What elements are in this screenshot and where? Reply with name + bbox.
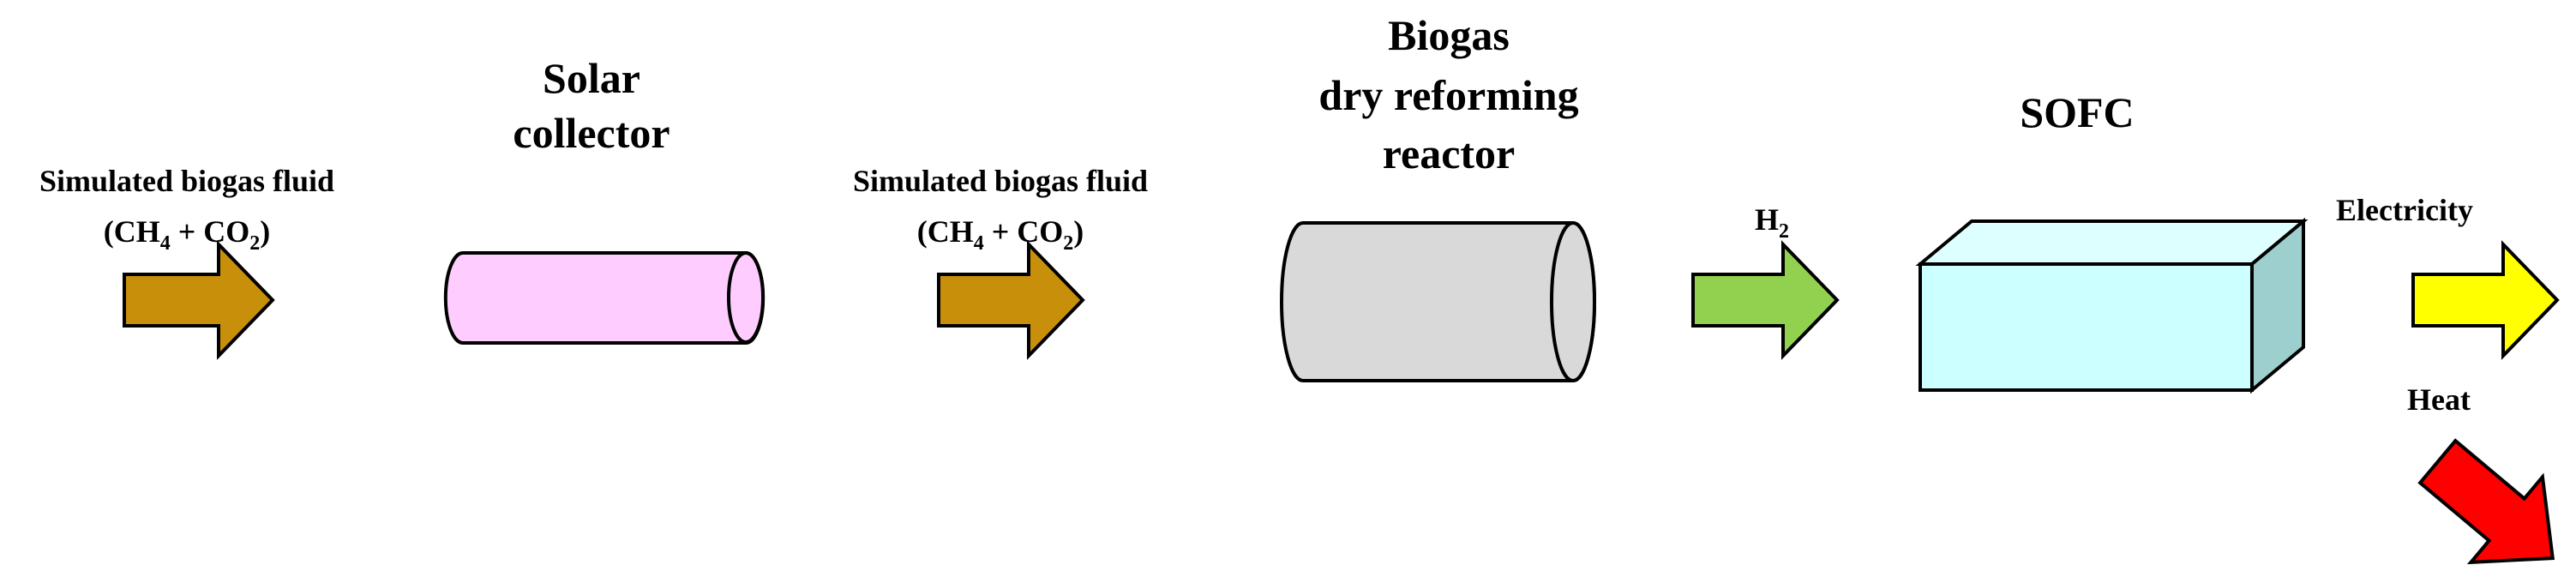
mid-fluid-label: Simulated biogas fluid [853, 164, 1148, 198]
biogas-mid-arrow [937, 240, 1085, 360]
reactor-label-line3: reactor [1383, 129, 1516, 177]
solar-collector-body [443, 251, 766, 345]
mid-fluid-formula: (CH4 + CO2) [917, 214, 1084, 255]
sofc-top-face [1915, 219, 2309, 266]
inlet-fluid-label: Simulated biogas fluid [39, 164, 334, 198]
reactor-end-cap [1550, 221, 1596, 382]
hydrogen-label: H2 [1755, 202, 1789, 243]
reactor-label-line2: dry reforming [1318, 71, 1578, 119]
solar-collector [443, 251, 766, 345]
dry-reforming-reactor [1280, 221, 1596, 382]
reactor-label: Biogas [1388, 11, 1510, 59]
electricity-arrow [2411, 240, 2560, 360]
sofc-front-face [1918, 262, 2254, 392]
hydrogen-arrow [1691, 240, 1840, 360]
reactor-body [1280, 221, 1596, 382]
electricity-label: Electricity [2336, 193, 2473, 227]
solar-collector-end-cap [727, 251, 765, 344]
solar-collector-label: Solar [543, 54, 640, 102]
inlet-fluid-formula: (CH4 + CO2) [104, 214, 271, 255]
sofc-unit [1915, 217, 2309, 394]
solar-collector-label-line2: collector [513, 109, 670, 157]
sofc-label: SOFC [2020, 88, 2134, 136]
heat-label: Heat [2407, 382, 2471, 417]
biogas-inlet-arrow [123, 240, 275, 360]
heat-arrow [2417, 438, 2555, 565]
